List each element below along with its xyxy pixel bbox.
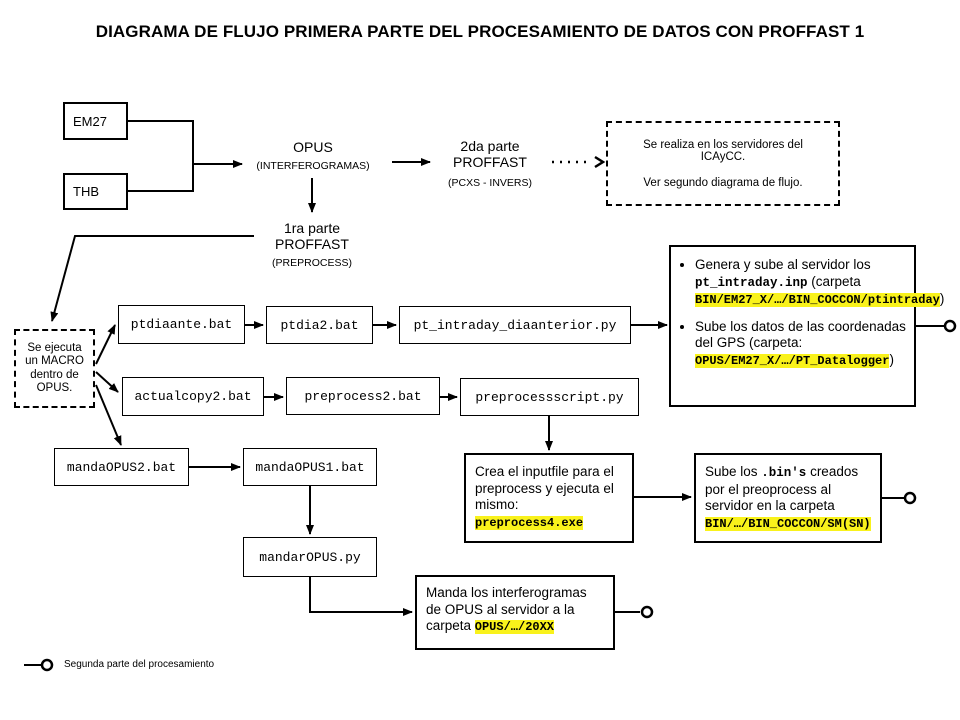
em27-label: EM27 — [73, 113, 107, 129]
gps-item1-mid: (carpeta — [807, 273, 861, 289]
proffast2-line1: 2da parte — [460, 138, 520, 154]
interferogram-terminal-circle — [640, 605, 654, 619]
ptdia2-label: ptdia2.bat — [280, 317, 359, 333]
mandaropus-to-interferogram-arrow — [309, 577, 413, 616]
macro-to-mandaopus2-arrow — [95, 384, 122, 446]
gps-item2-suffix: ) — [889, 351, 894, 367]
servers-note-line3: Ver segundo diagrama de flujo. — [643, 176, 803, 189]
servers-note-line1: Se realiza en los servidores del — [643, 138, 803, 151]
actualcopy2-box: actualcopy2.bat — [122, 377, 264, 416]
servers-note-line2: ICAyCC. — [700, 150, 746, 163]
gps-item2-prefix: Sube los datos de las coordenadas del GP… — [695, 318, 906, 351]
inputfile-box: Crea el inputfile para el preprocess y e… — [464, 453, 634, 543]
interferogram-path: OPUS/…/20XX — [474, 620, 554, 634]
thb-box: THB — [63, 173, 128, 210]
bin-terminal-circle — [903, 491, 917, 505]
legend-circle — [40, 658, 54, 672]
bin-code: .bin's — [761, 466, 807, 480]
mandaropus-label: mandarOPUS.py — [259, 549, 361, 565]
opus-subtitle: (INTERFEROGRAMAS) — [256, 160, 370, 172]
thb-connector — [127, 164, 194, 192]
proffast1-line1: 1ra parte — [283, 220, 341, 236]
interferogram-box: Manda los interferogramas de OPUS al ser… — [415, 575, 615, 650]
macro-to-actualcopy2-arrow — [95, 371, 119, 393]
gps-upload-list: Genera y sube al servidor los pt_intrada… — [675, 257, 944, 370]
opus-node: OPUS (INTERFEROGRAMAS) — [242, 139, 384, 174]
preprocess2-box: preprocess2.bat — [286, 377, 440, 415]
macro-text: Se ejecuta un MACRO dentro de OPUS. — [25, 341, 84, 395]
ptdiaante-label: ptdiaante.bat — [130, 317, 233, 332]
em27-box: EM27 — [63, 102, 128, 140]
preprocessscript-box: preprocessscript.py — [460, 378, 639, 416]
actualcopy2-label: actualcopy2.bat — [134, 389, 252, 404]
opus-title: OPUS — [293, 139, 333, 155]
servers-note-box: Se realiza en los servidores del ICAyCC.… — [606, 121, 840, 206]
proffast1-to-macro-arrow — [50, 235, 254, 322]
proffast1-line2: PROFFAST — [275, 236, 349, 252]
bin-path: BIN/…/BIN_COCCON/SM(SN) — [705, 516, 871, 531]
inputfile-text: Crea el inputfile para el preprocess y e… — [475, 464, 614, 512]
gps-upload-item-1: Genera y sube al servidor los pt_intrada… — [695, 257, 944, 309]
pt-intraday-label: pt_intraday_diaanterior.py — [413, 317, 617, 333]
proffast2-line2: PROFFAST — [453, 154, 527, 170]
proffast2-node: 2da parte PROFFAST (PCXS - INVERS) — [432, 138, 548, 191]
ptdia2-box: ptdia2.bat — [266, 306, 373, 344]
mandaopus1-label: mandaOPUS1.bat — [255, 459, 365, 475]
macro-to-ptdiaante-arrow — [95, 324, 116, 365]
gps-terminal-circle — [943, 319, 957, 333]
mandaopus2-box: mandaOPUS2.bat — [54, 448, 189, 486]
thb-label: THB — [73, 184, 99, 199]
proffast2-subtitle: (PCXS - INVERS) — [447, 177, 532, 189]
proffast1-node: 1ra parte PROFFAST (PREPROCESS) — [254, 220, 370, 271]
bin-prefix: Sube los — [705, 464, 762, 479]
proffast1-subtitle: (PREPROCESS) — [272, 257, 352, 269]
em27-connector — [127, 120, 194, 164]
gps-item1-prefix: Genera y sube al servidor los — [695, 257, 871, 272]
bin-upload-box: Sube los .bin's creados por el preoproce… — [694, 453, 882, 543]
pt-intraday-box: pt_intraday_diaanterior.py — [399, 306, 631, 344]
gps-item1-code: pt_intraday.inp — [695, 275, 808, 290]
gps-item1-path: BIN/EM27_X/…/BIN_COCCON/ptintraday — [695, 293, 940, 307]
bin-mid: creados por el preoprocess al servidor e… — [705, 464, 859, 513]
inputfile-exe: preprocess4.exe — [475, 515, 584, 530]
mandaopus2-label: mandaOPUS2.bat — [66, 459, 177, 475]
interferogram-text: Manda los interferogramas de OPUS al ser… — [426, 585, 587, 633]
gps-upload-box: Genera y sube al servidor los pt_intrada… — [669, 245, 944, 407]
macro-box: Se ejecuta un MACRO dentro de OPUS. — [14, 329, 95, 408]
legend-label: Segunda parte del procesamiento — [64, 659, 215, 670]
gps-upload-item-2: Sube los datos de las coordenadas del GP… — [695, 319, 906, 370]
page-title: DIAGRAMA DE FLUJO PRIMERA PARTE DEL PROC… — [95, 22, 865, 41]
gps-item1-suffix: ) — [939, 291, 945, 306]
ptdiaante-box: ptdiaante.bat — [118, 305, 245, 344]
preprocessscript-label: preprocessscript.py — [475, 389, 624, 405]
dotted-arrowhead — [594, 155, 606, 169]
mandaropus-box: mandarOPUS.py — [243, 537, 377, 577]
mandaopus1-box: mandaOPUS1.bat — [243, 448, 377, 486]
gps-item2-path: OPUS/EM27_X/…/PT_Datalogger — [695, 353, 890, 368]
preprocess2-label: preprocess2.bat — [304, 388, 422, 404]
